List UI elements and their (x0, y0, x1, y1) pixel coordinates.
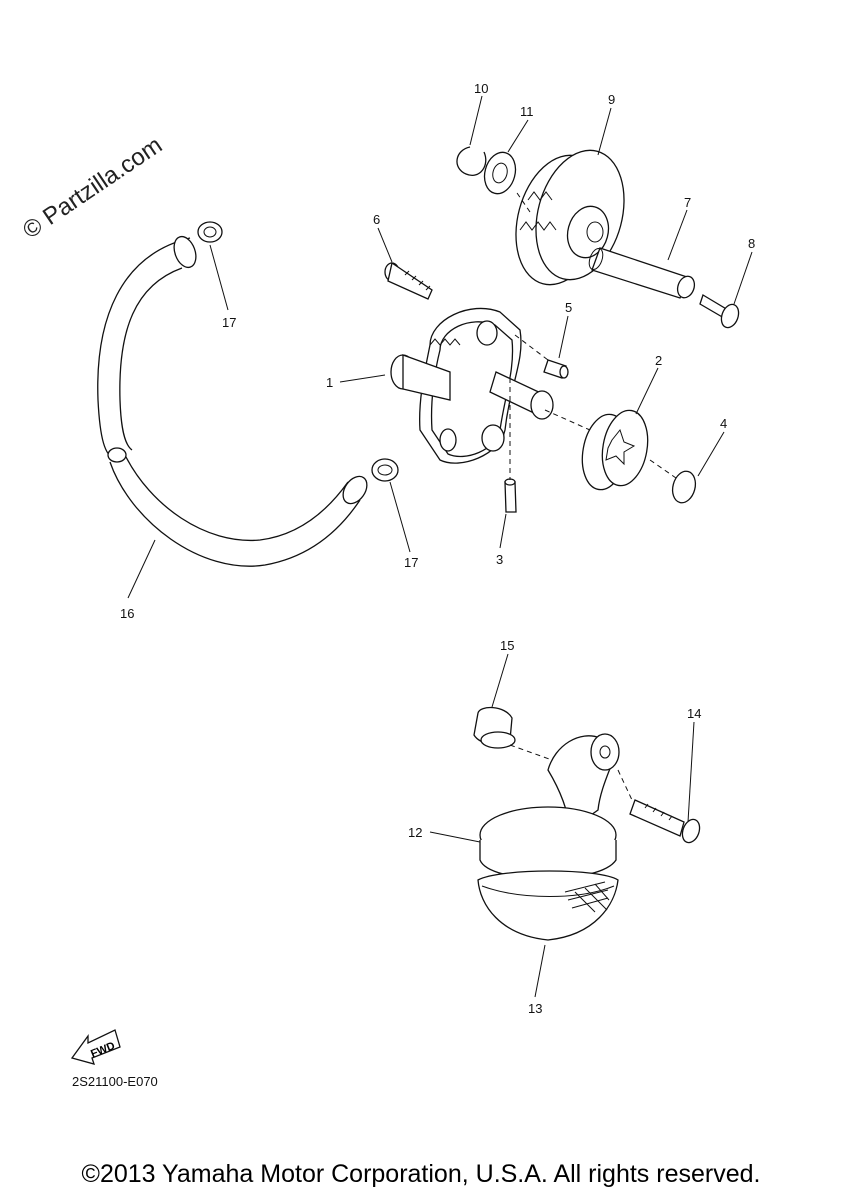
callout-6: 6 (373, 212, 380, 227)
callout-13: 13 (528, 1001, 542, 1016)
washer[interactable] (480, 149, 520, 197)
fwd-arrow: FWD (70, 1029, 121, 1065)
callout-12: 12 (408, 825, 422, 840)
callout-11: 11 (520, 104, 534, 119)
strainer-bolt[interactable] (629, 799, 703, 845)
diagram-code: 2S21100-E070 (72, 1074, 158, 1089)
callout-10: 10 (474, 81, 488, 96)
assembly-lines (509, 189, 677, 801)
o-ring[interactable] (669, 469, 699, 506)
collar[interactable] (473, 706, 516, 749)
callout-17-lower: 17 (404, 555, 418, 570)
hose-clip-upper[interactable] (197, 221, 223, 243)
oil-pump-rotor[interactable] (577, 407, 654, 493)
callout-5: 5 (565, 300, 572, 315)
oil-strainer[interactable] (479, 733, 620, 880)
callout-16: 16 (120, 606, 134, 621)
callout-8: 8 (748, 236, 755, 251)
callout-4: 4 (720, 416, 727, 431)
callout-3: 3 (496, 552, 503, 567)
dowel-pin-lower[interactable] (504, 478, 517, 513)
callout-1: 1 (326, 375, 333, 390)
oil-pump-driven-gear[interactable] (502, 140, 637, 294)
hose-clip-lower[interactable] (371, 458, 399, 482)
leader-lines (127, 95, 753, 998)
copyright-notice: ©2013 Yamaha Motor Corporation, U.S.A. A… (81, 1160, 761, 1188)
callout-2: 2 (655, 353, 662, 368)
pump-shaft[interactable] (587, 247, 698, 300)
callout-7: 7 (684, 195, 691, 210)
callout-14: 14 (687, 706, 701, 721)
dowel-pin-upper[interactable] (543, 359, 569, 379)
callout-9: 9 (608, 92, 615, 107)
oil-hose[interactable] (97, 234, 372, 567)
pump-bolt[interactable] (384, 261, 433, 300)
oil-pump-assembly[interactable] (390, 307, 554, 464)
callouts: 10 11 9 7 8 6 5 1 2 4 3 17 17 16 15 14 1… (120, 81, 755, 1016)
callout-17-upper: 17 (222, 315, 236, 330)
callout-15: 15 (500, 638, 514, 653)
circlip[interactable] (456, 146, 487, 176)
pan-head-screw[interactable] (699, 294, 742, 330)
oil-strainer-screen[interactable] (477, 870, 619, 941)
